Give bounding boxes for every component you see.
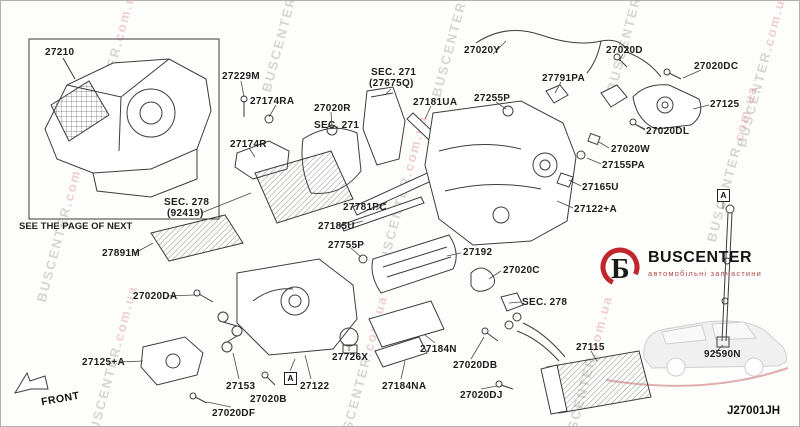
buscenter-logo-mark: Б [600,247,640,287]
leader-lines [118,40,724,408]
part-label-27726x: 27726X [332,352,369,363]
part-label-27255p: 27255P [474,93,511,104]
watermark: BUSCENTER.com.ua [333,293,391,427]
part-label-27020r: 27020R [314,103,351,114]
front-direction-label: FRONT [40,389,81,409]
part-label-27185u: 27185U [318,221,355,232]
see-next-page-note: SEE THE PAGE OF NEXT [19,221,133,232]
part-label-27174r: 27174R [230,139,267,150]
evaporator-filter-art [150,150,354,262]
fastener-icons [189,53,682,404]
drawing-number: J27001JH [727,405,781,417]
part-label-27781pc: 27781PC [343,202,387,213]
part-label-27229m: 27229M [222,71,260,82]
callout-a-right: A [717,189,730,202]
part-label-27192: 27192 [463,247,493,258]
part-label-27174ra: 27174RA [250,96,295,107]
part-label-27125: 27125 [710,99,740,110]
buscenter-logo: Б BUSCENTER автомобільні запчастини [597,241,762,291]
part-label-27755p: 27755P [328,240,365,251]
front-arrow-icon [13,371,49,394]
watermark: BUSCENTER.com.ua [373,113,431,274]
logo-tagline-text: автомобільні запчастини [648,269,763,278]
part-label-27020d: 27020D [606,45,643,56]
main-case-art [424,100,577,246]
svg-text:Б: Б [611,254,630,285]
part-label-27020db: 27020DB [453,360,498,371]
part-label-27020c: 27020C [503,265,540,276]
part-label-sec278-evap: SEC. 278 [164,197,210,208]
duct-parts-art [234,86,454,232]
part-label-27020w: 27020W [611,144,651,155]
part-label-27184n: 27184N [420,344,457,355]
part-label-27020da: 27020DA [133,291,178,302]
lever-actuator-art [140,311,243,386]
part-label-27153: 27153 [226,381,256,392]
part-label-27791pa: 27791PA [542,73,586,84]
watermark: BUSCENTER.com.ua [428,0,485,99]
watermark: BUSCENTER.com.ua [703,83,761,244]
part-label-27020y: 27020Y [464,45,501,56]
part-label-92419: (92419) [167,208,204,219]
part-label-27675q: (27675Q) [369,78,414,89]
part-label-27020dj: 27020DJ [460,390,503,401]
watermark: BUSCENTER.com.ua [33,143,91,304]
seal-parts-art [358,234,524,312]
watermark: BUSCENTER.com.ua [83,283,141,427]
part-label-27115: 27115 [576,342,605,353]
watermark: BUSCENTER.com.ua [603,0,644,94]
part-label-27181ua: 27181UA [413,97,458,108]
part-label-sec271-top: SEC. 271 [371,67,417,78]
part-label-27020df: 27020DF [212,408,256,419]
callout-a-lower: A [284,372,297,385]
watermark: BUSCENTER.com.ua [83,0,141,144]
part-label-27210: 27210 [45,47,75,58]
logo-brand-text: BUSCENTER [648,249,753,266]
part-label-sec278: SEC. 278 [522,297,568,308]
part-label-92590n: 92590N [704,349,741,360]
lower-case-art [236,258,445,368]
watermark: BUSCENTER.com.ua [258,0,299,94]
part-label-27020dl: 27020DL [646,126,690,137]
watermark: BUSCENTER.com.ua [558,293,616,427]
heater-core-art [504,312,652,415]
part-label-27155pa: 27155PA [602,160,646,171]
part-label-27020b: 27020B [250,394,287,405]
part-label-27122: 27122 [300,381,330,392]
blower-assembly-art [28,38,220,220]
part-label-sec271: SEC. 271 [314,120,360,131]
part-label-27125a: 27125+A [82,357,125,368]
hose-actuator-art [475,30,702,188]
watermark: BUSCENTER.com.ua [733,0,791,149]
part-label-27020dc: 27020DC [694,61,739,72]
part-label-27122a: 27122+A [574,204,617,215]
part-label-27165u: 27165U [582,182,619,193]
part-label-27184na: 27184NA [382,381,427,392]
part-label-27891m: 27891M [102,248,140,259]
